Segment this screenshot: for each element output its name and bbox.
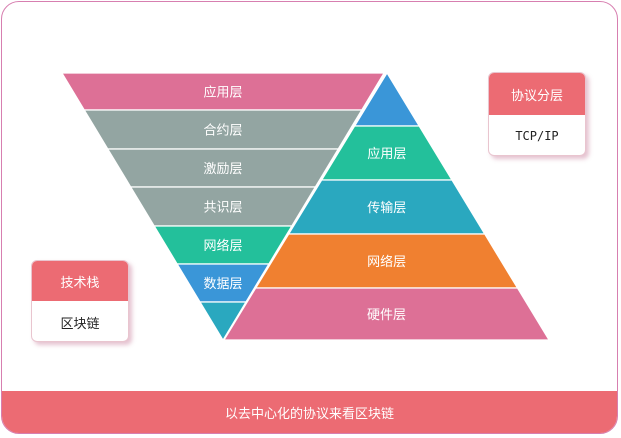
right-stack-layer-label-3: 网络层: [367, 254, 406, 270]
right-stack-layer-label-2: 传输层: [367, 200, 406, 216]
left-stack-layer-label-0: 应用层: [203, 85, 242, 101]
legend-stack-value: 区块链: [60, 316, 100, 332]
left-stack-layer-label-3: 共识层: [203, 201, 242, 216]
legend-stack: 技术栈 区块链: [31, 260, 129, 342]
left-stack-layer-label-4: 网络层: [203, 238, 242, 254]
right-stack-layer-label-4: 硬件层: [367, 308, 406, 323]
right-stack-layer-label-1: 应用层: [367, 146, 406, 162]
legend-protocol-value: TCP/IP: [515, 129, 559, 143]
legend-stack-title: 技术栈: [32, 261, 128, 301]
footer-caption: 以去中心化的协议来看区块链: [2, 391, 617, 433]
legend-protocol: 协议分层 TCP/IP: [488, 72, 586, 156]
left-stack-layer-label-5: 数据层: [203, 277, 242, 292]
left-stack-layer-label-1: 合约层: [203, 124, 242, 139]
right-stack-layer-4: [222, 287, 551, 341]
left-stack-layer-label-2: 激励层: [203, 162, 242, 177]
legend-protocol-title: 协议分层: [489, 73, 585, 115]
left-stack-layer-6: [199, 301, 247, 342]
